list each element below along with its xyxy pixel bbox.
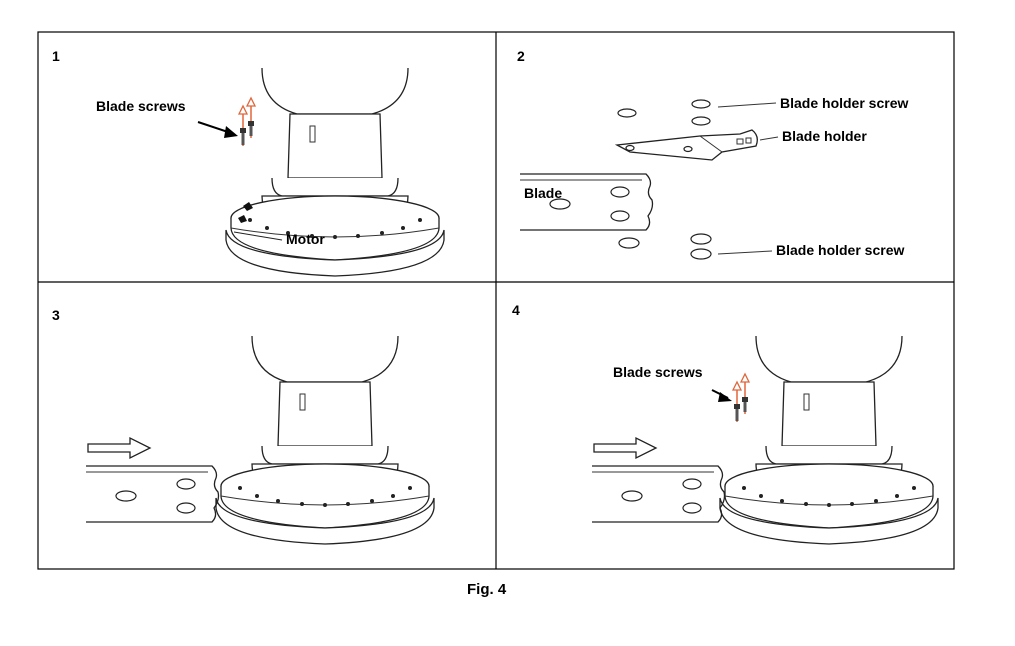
- blade-holder-screw-top-label: Blade holder screw: [780, 95, 908, 111]
- blade-holder-label: Blade holder: [782, 128, 867, 144]
- panel-4: 4 Blade screws: [512, 302, 939, 545]
- panel-3-number: 3: [52, 307, 60, 323]
- motor-drawing: [719, 335, 939, 545]
- panel-2-number: 2: [517, 48, 525, 64]
- panel-4-number: 4: [512, 302, 520, 318]
- push-arrow-icon: [593, 437, 657, 459]
- panel-1: 1 Blade screws Motor: [52, 48, 445, 277]
- motor-drawing: [215, 335, 435, 545]
- blade-drawing: [591, 465, 726, 523]
- panel-2: 2 Blade holder screw Blade holder Blade …: [517, 48, 908, 260]
- push-arrow-icon: [87, 437, 151, 459]
- blade-screws-label: Blade screws: [613, 364, 703, 380]
- blade-label: Blade: [524, 185, 562, 201]
- motor-drawing: [225, 67, 445, 277]
- panel-1-number: 1: [52, 48, 60, 64]
- blade-holder-screw-bottom-label: Blade holder screw: [776, 242, 904, 258]
- screws-icon: [238, 97, 256, 147]
- motor-label: Motor: [286, 231, 325, 247]
- blade-screws-label: Blade screws: [96, 98, 186, 114]
- figure-caption: Fig. 4: [467, 581, 507, 598]
- blade-drawing: [519, 173, 654, 231]
- blade-drawing: [85, 465, 220, 523]
- panel-3: 3: [52, 307, 435, 545]
- screws-icon: [732, 373, 750, 423]
